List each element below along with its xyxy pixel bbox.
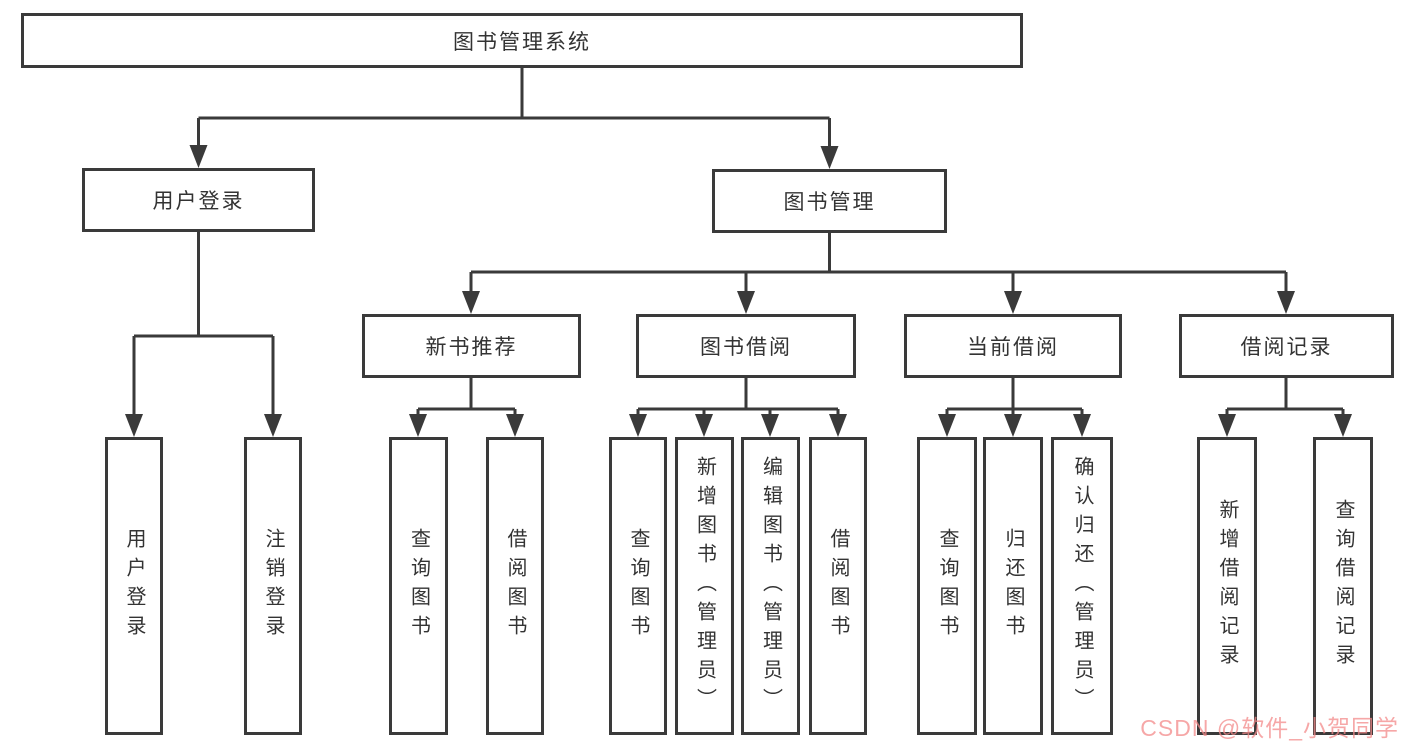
- node-leaf-borrow-books-recommend: 借阅图书: [486, 437, 544, 735]
- leaf-label: 查询图书: [407, 528, 430, 644]
- leaf-label: 新增借阅记录: [1216, 499, 1238, 673]
- node-book-borrowing: 图书借阅: [636, 314, 856, 378]
- node-leaf-logout: 注销登录: [244, 437, 302, 735]
- leaf-label: 查询图书: [627, 528, 649, 644]
- leaf-label: 借阅图书: [504, 528, 526, 644]
- leaf-label: 确认归还（管理员）: [1071, 455, 1093, 717]
- node-root-label: 图书管理系统: [453, 30, 591, 54]
- node-leaf-borrow-books-borrowing: 借阅图书: [809, 437, 867, 735]
- node-book-management-label: 图书管理: [783, 191, 876, 214]
- leaf-label: 新增图书（管理员）: [693, 455, 716, 717]
- node-new-book-recommendation-label: 新书推荐: [425, 336, 518, 359]
- leaf-label: 查询借阅记录: [1332, 499, 1354, 673]
- node-leaf-query-books-recommend: 查询图书: [389, 437, 448, 735]
- node-leaf-add-borrow-record: 新增借阅记录: [1197, 437, 1257, 735]
- node-user-login: 用户登录: [82, 168, 315, 232]
- leaf-label: 查询图书: [936, 528, 958, 644]
- node-root-system: 图书管理系统: [21, 13, 1023, 68]
- leaf-label: 借阅图书: [827, 528, 849, 644]
- node-leaf-confirm-return-admin: 确认归还（管理员）: [1051, 437, 1113, 735]
- node-leaf-edit-book-admin: 编辑图书（管理员）: [741, 437, 800, 735]
- node-leaf-query-books-current: 查询图书: [917, 437, 977, 735]
- node-current-borrowing-label: 当前借阅: [967, 336, 1059, 359]
- node-book-management: 图书管理: [712, 169, 947, 233]
- node-leaf-query-borrow-record: 查询借阅记录: [1313, 437, 1373, 735]
- node-book-borrowing-label: 图书借阅: [700, 336, 792, 359]
- node-leaf-user-login: 用户登录: [105, 437, 163, 735]
- leaf-label: 编辑图书（管理员）: [759, 455, 782, 717]
- node-borrowing-records: 借阅记录: [1179, 314, 1394, 378]
- leaf-label: 用户登录: [123, 528, 145, 644]
- leaf-label: 归还图书: [1002, 528, 1024, 644]
- node-user-login-label: 用户登录: [152, 190, 245, 213]
- node-borrowing-records-label: 借阅记录: [1240, 336, 1333, 359]
- node-new-book-recommendation: 新书推荐: [362, 314, 581, 378]
- node-leaf-return-book: 归还图书: [983, 437, 1043, 735]
- node-leaf-query-books-borrowing: 查询图书: [609, 437, 667, 735]
- node-current-borrowing: 当前借阅: [904, 314, 1122, 378]
- node-leaf-add-book-admin: 新增图书（管理员）: [675, 437, 734, 735]
- leaf-label: 注销登录: [262, 528, 284, 644]
